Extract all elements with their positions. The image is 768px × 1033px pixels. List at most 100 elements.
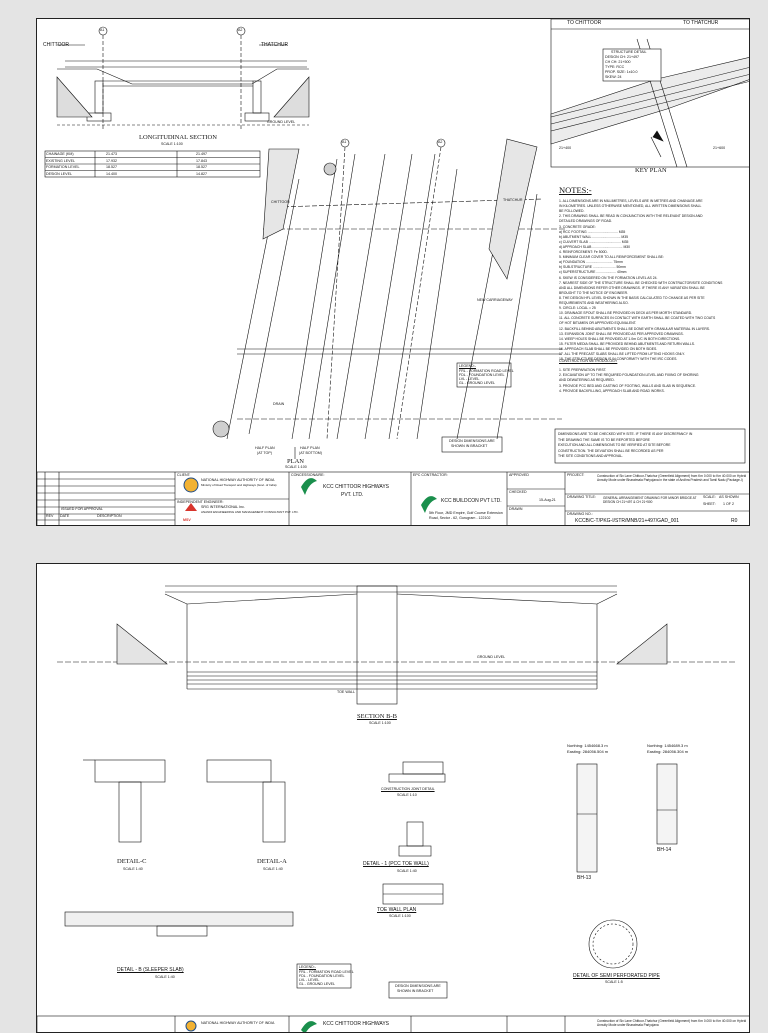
note-line: 2. THIS DRAWING SHALL BE READ IN CONJUNC… [559,214,703,219]
concessionaire-name-line1: KCC CHITTOOR HIGHWAYS [323,484,390,490]
note-line: c) CULVERT SLAB ........................… [559,239,629,244]
legend-item: FRL - FORMATION ROAD LEVEL [299,970,354,974]
level-table-cell: 21.473 [106,152,117,156]
approved-label: APPROVED [509,473,529,477]
note-line: 3. CONCRETE GRADE: [559,224,596,229]
concessionaire-name-line2: PVT. LTD. [341,492,364,498]
structure-detail-title: STRUCTURE DETAIL [611,50,647,54]
construction-joint-title: CONSTRUCTION JOINT DETAIL [381,787,435,791]
half-plan-left: HALF PLAN [255,446,275,450]
sheet2-concessionaire-name: KCC CHITTOOR HIGHWAYS [323,1021,390,1027]
drawing-revision: R0 [731,518,738,524]
level-table-cell: 17.843 [196,158,207,163]
longitudinal-section-title: LONGITUDINAL SECTION [139,134,217,141]
note-line: a) FOUNDATION ..........................… [559,260,623,265]
legend-item: LVL - LEVEL [459,377,480,381]
structure-detail-row: DESIGN CH: 21+497 [605,55,640,59]
drawn-label: DRAWN [509,507,523,511]
legend-item: FRL - FORMATION ROAD LEVEL [459,369,514,373]
legend-item: GL - GROUND LEVEL [459,381,496,385]
sheet-label: SHEET: [703,502,716,506]
legend-item: FDL - FOUNDATION LEVEL [299,974,345,978]
warning-line: EXECUTION AND ALL DIMENSIONS TO BE VERIF… [558,443,671,448]
level-table-row-label: EXISTING LEVEL [46,158,75,163]
ie-logo: MSV [183,518,191,522]
ie-label: INDEPENDENT ENGINEER: [177,500,224,504]
revision-header-date: DATE [60,514,70,518]
checked-label: CHECKED [509,490,527,494]
plan-right-label: THATCHUR [503,198,523,202]
detail-c-title: DETAIL-C [117,858,147,865]
warning-line: THE SITE CONDITIONS AND APPROVAL. [558,454,624,459]
note-line: d) APPROACH SLAB .......................… [559,244,631,249]
dims-note-line: DESIGN DIMENSIONS ARE [449,439,495,443]
note-line: 15. FILTER MEDIA SHALL BE PROVIDED BEHIN… [559,341,695,346]
structure-detail-row: PROP. SIZE: 1x10.0 [605,70,638,74]
level-table-cell: 21.497 [196,152,207,156]
pipe-detail-scale: SCALE 1:5 [605,980,623,984]
detail-a-scale: SCALE 1:40 [263,867,283,871]
epc-label: EPC CONTRACTOR: [413,473,448,477]
note-line: b) ABUTMENT WALL .......................… [559,234,629,239]
section-bb-scale: SCALE 1:100 [369,721,391,725]
note-line: 7. NEAREST SIDE OF THE STRUCTURE SHALL B… [559,280,723,285]
level-table-row-label: FORMATION LEVEL [46,165,80,169]
note-line: 12. BACKFILL BEHIND ABUTMENTS SHALL BE D… [559,326,710,331]
sheet1-linework [37,19,749,525]
level-table-cell: 18.527 [196,165,207,169]
drawing-sheet-2: GROUND LEVEL TOE WALL SECTION B-B SCALE … [36,563,750,1033]
elevation-ground-level: GROUND LEVEL [267,120,296,124]
construction-joint-scale: SCALE 1:10 [397,793,417,797]
construction-step: 2. EXCAVATION UP TO THE REQUIRED FOUNDAT… [559,373,699,378]
note-line: IN KILOMETRES. UNLESS OTHERWISE MENTIONE… [559,204,702,209]
pipe-detail-title: DETAIL OF SEMI PERFORATED PIPE [573,973,660,979]
note-line: b) SUB-STRUCTURE .......................… [559,265,626,270]
bh13-easting: Easting: 284056.504 m [567,749,609,754]
concessionaire-label: CONCESSIONAIRE: [291,473,325,477]
note-line: BROUGHT TO THE NOTICE OF ENGINEER. [559,290,629,295]
epc-address-line1: 5th Floor, JMD Empire, Golf Course Exten… [429,511,503,515]
level-table-row-label: DESIGN LEVEL [46,171,72,176]
notes-list: 1. ALL DIMENSIONS ARE IN MILLIMETRES, LE… [559,199,747,362]
revision-first-entry: ISSUED FOR APPROVAL [61,507,103,511]
bh13-northing: Northing: 1454668.3 m [567,743,608,748]
drawing-title-label: DRAWING TITLE: [567,495,596,499]
key-plan-to-left: TO CHITTOOR [567,20,602,26]
section-ground-level: GROUND LEVEL [477,655,506,659]
construction-step: 4. PROVIDE BACKFILLING, APPROACH SLAB AN… [559,388,665,393]
ie-name: SRG INTERNATIONAL Inc. [201,505,245,509]
bh13-label: BH-13 [577,875,592,881]
toe-wall-plan-title: TOE WALL PLAN [377,907,417,913]
key-plan-chainage-right: 21+600 [713,146,726,150]
note-line: 18. THE STRUCTURE DESIGN IS IN CONFORMIT… [559,357,678,362]
notes-title: NOTES:- [559,185,592,195]
note-line: 5. MINIMUM CLEAR COVER TO ALL REINFORCEM… [559,255,664,260]
note-line: 13. EXPANSION JOINT SHALL BE PROVIDED AS… [559,331,684,336]
note-line: 9. CIRCLE: LOCAL = 25 [559,306,596,311]
bh14-easting: Easting: 284056.304 m [647,749,689,754]
detail-1-title: DETAIL - 1 (PCC TOE WALL) [363,861,429,867]
note-line: AND ALL DIMENSIONS REFER OTHER DRAWINGS.… [559,285,705,290]
note-line: 14. WEEP HOLES SHALL BE PROVIDED AT 1.0m… [559,336,681,341]
legend-item: GL - GROUND LEVEL [299,982,336,986]
ie-subtitle: ANANDI ENGINEERING AND MANAGEMENT CONSUL… [201,510,299,514]
scale-label: SCALE: [703,495,716,499]
note-line: REQUIREMENTS AND WEATHERING ALSO. [559,301,629,305]
note-line: a) RCC FOOTING .........................… [559,229,626,234]
note-line: 4. REINFORCEMENT: Fe 500D. [559,250,608,254]
warning-line: THE DRAWING THE SAME IS TO BE REPORTED B… [558,437,650,442]
drawing-title: GENERAL ARRANGEMENT DRAWING FOR MINOR BR… [603,496,697,504]
warning-box: DIMENSIONS ARE TO BE CHECKED WITH SITE. … [558,432,743,462]
note-line: 6. SKEW IS CONSIDERED ON THE FORMATION L… [559,275,658,280]
note-line: BE FOLLOWED. [559,209,585,214]
note-line: 10. DRAINAGE SPOUT SHALL BE PROVIDED IN … [559,311,693,316]
sheet2-project-description: Construction of Six Lane Chittoor-Thatch… [597,1019,747,1027]
epc-name: KCC BUILDCON PVT LTD. [441,498,502,504]
level-table-cell: 14.827 [196,171,207,176]
elevation-right-road: THATCHUR [261,42,289,48]
section-bb-title: SECTION B-B [357,713,397,720]
detail-b-scale: SCALE 1:40 [155,975,175,979]
structure-detail-row: TYPE: RCC [605,65,625,69]
drawing-number: KCCB/C-T/PKG-I/STR/MNB/21+497/GAD_001 [575,518,680,524]
level-table-cell: 18.527 [106,165,117,169]
